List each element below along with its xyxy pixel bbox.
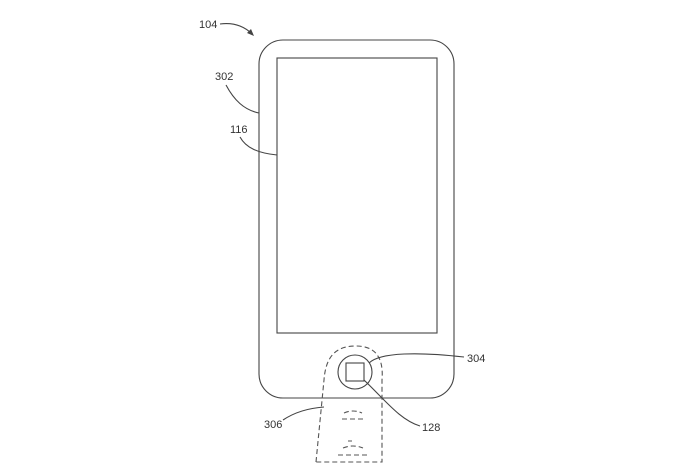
leader-302 [225,84,260,114]
label-104: 104 [199,19,217,31]
label-302: 302 [215,71,233,83]
knuckle-mark [338,440,368,456]
label-116: 116 [230,124,248,136]
fingernail-mark [342,410,364,420]
display-screen [276,57,438,334]
label-306: 306 [264,419,282,431]
leader-128 [363,379,421,427]
label-128: 128 [422,422,440,434]
arrowhead-104 [247,29,254,36]
fingerprint-sensor [345,362,365,382]
label-304: 304 [467,353,485,365]
finger-outline [315,345,383,463]
leader-116 [239,136,278,156]
leader-306 [282,406,325,421]
leader-104 [219,23,253,35]
home-button-ring [337,354,373,390]
device-housing [258,39,455,399]
leader-304 [368,353,465,364]
